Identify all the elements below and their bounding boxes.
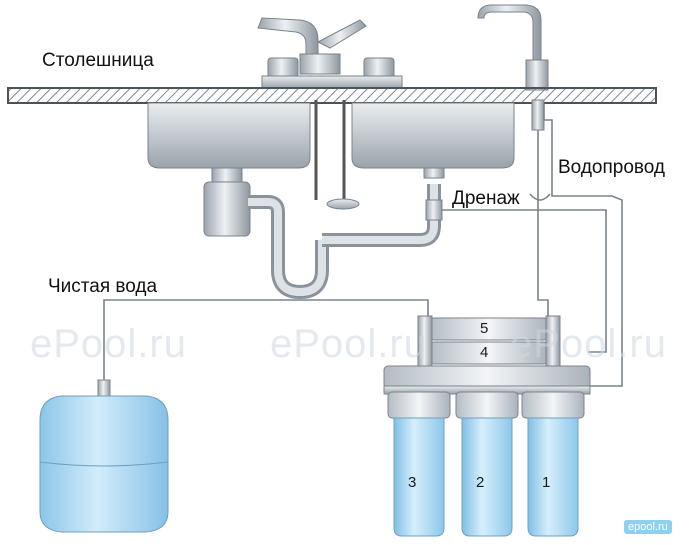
- filter-number-1: 1: [542, 474, 551, 491]
- label-clean-water: Чистая вода: [48, 276, 158, 297]
- countertop-slab: [7, 87, 657, 104]
- label-water-supply: Водопровод: [558, 157, 666, 178]
- watermark-right: ePool.ru: [510, 322, 667, 366]
- filter-number-2: 2: [476, 474, 485, 491]
- filter-housings: [387, 391, 585, 537]
- watermark-left: ePool.ru: [30, 322, 187, 366]
- filter-number-5: 5: [480, 320, 489, 337]
- drinking-faucet: [477, 4, 549, 91]
- sink-bowls: [147, 100, 515, 210]
- label-countertop: Столешница: [42, 50, 154, 71]
- filter-frame: [383, 365, 591, 395]
- supply-valve: [531, 99, 545, 131]
- storage-tank: [39, 379, 169, 533]
- filter-number-3: 3: [408, 474, 417, 491]
- filter-number-4: 4: [480, 344, 489, 361]
- membrane-housings: [417, 315, 561, 367]
- watermark-center: ePool.ru: [270, 322, 427, 366]
- watermark-corner: epool.ru: [624, 520, 672, 534]
- label-drain: Дренаж: [452, 188, 520, 209]
- mixer-faucet: [257, 17, 403, 89]
- drain-trap: [203, 167, 445, 300]
